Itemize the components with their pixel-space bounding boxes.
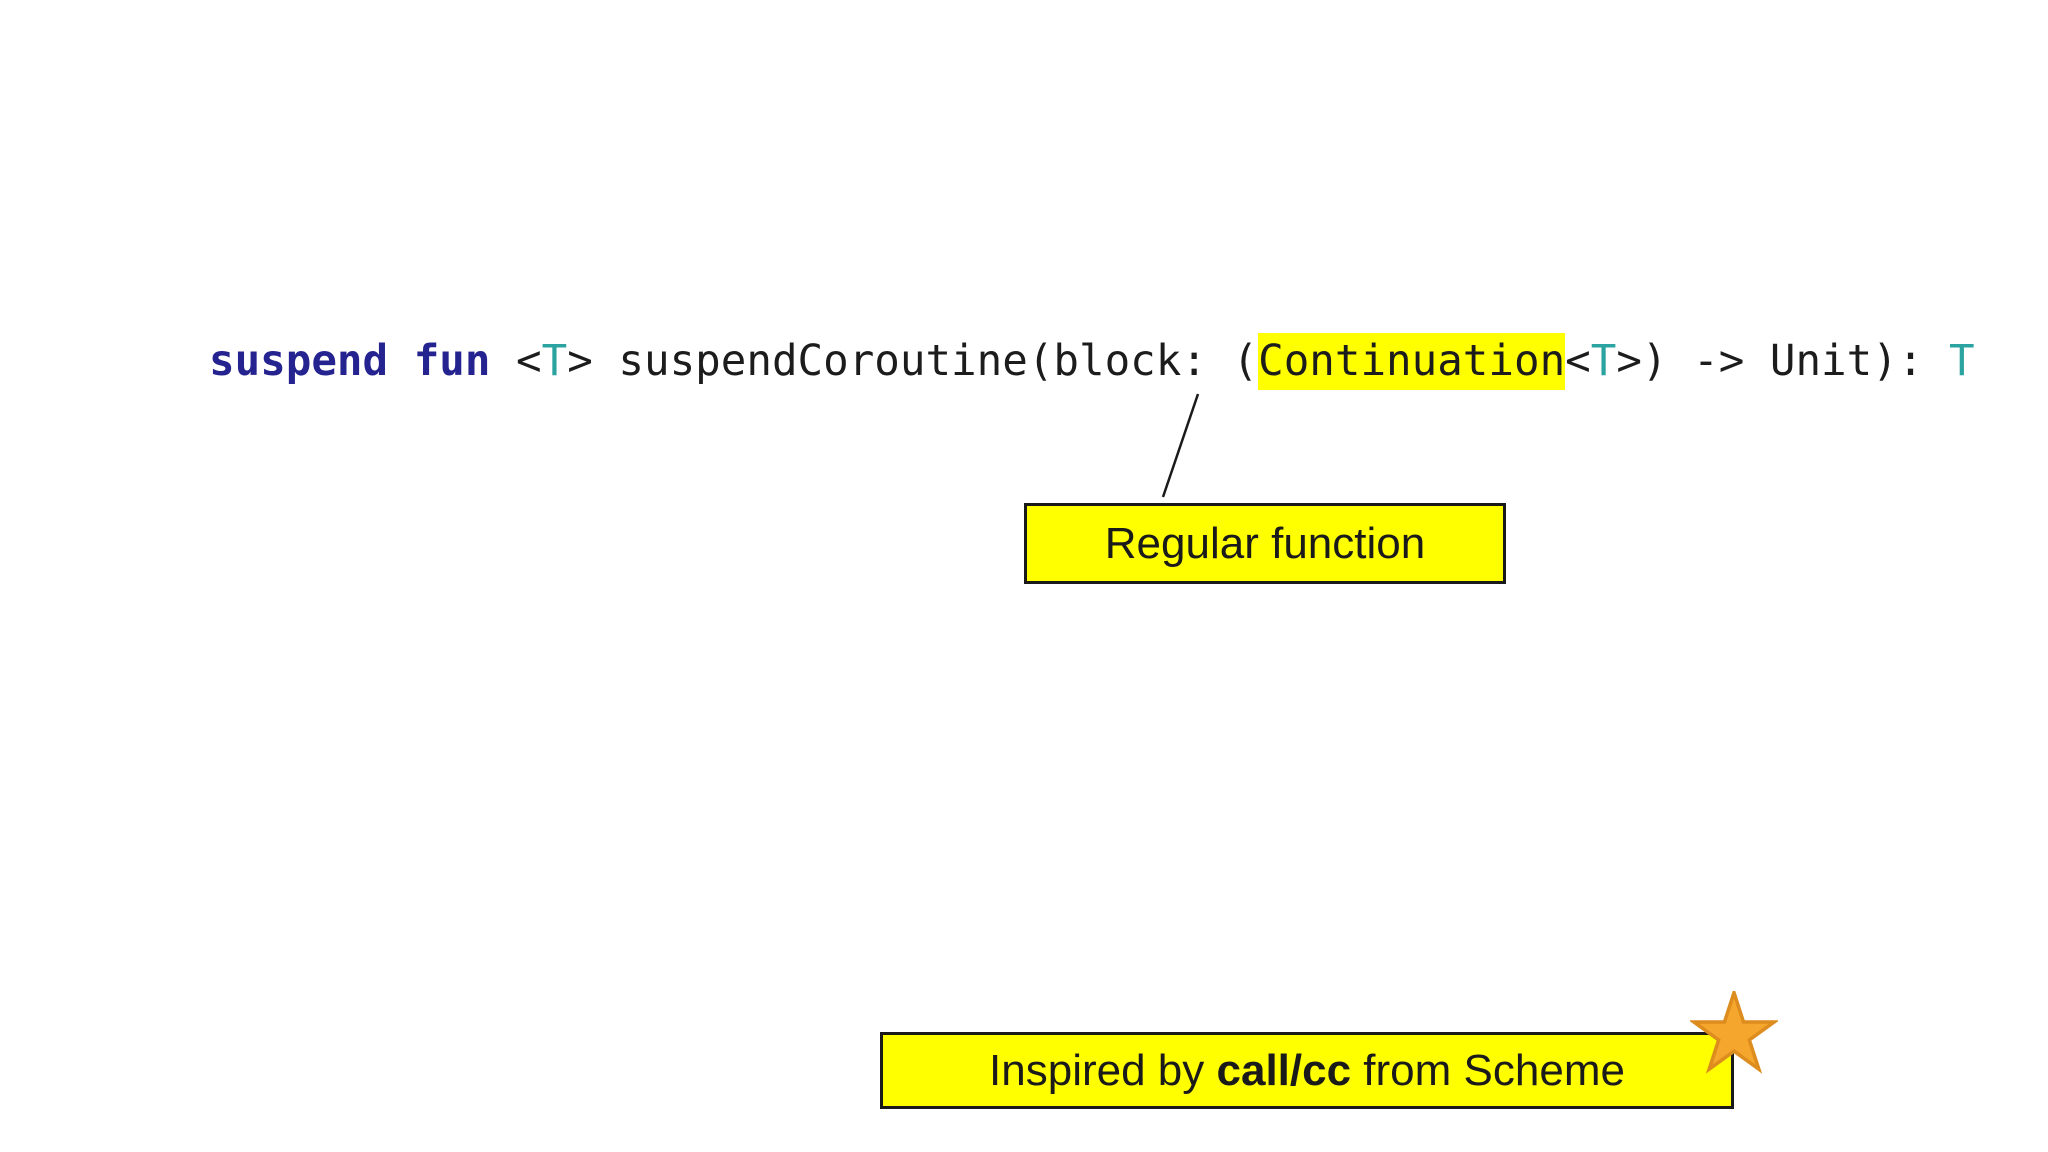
star-icon <box>1690 991 1778 1074</box>
callout-connector-line <box>1161 393 1200 498</box>
code-token: < <box>490 337 542 386</box>
footnote-bold: call/cc <box>1216 1045 1352 1095</box>
code-token: T <box>1590 337 1617 386</box>
code-token: suspend fun <box>209 337 491 386</box>
code-snippet: suspend fun <T> suspendCoroutine(block: … <box>209 331 1975 393</box>
code-token-highlighted: Continuation <box>1258 333 1566 390</box>
footnote-prefix: Inspired by <box>989 1045 1217 1095</box>
code-token: >) -> Unit): <box>1616 337 1949 386</box>
callout-label: Regular function <box>1104 518 1426 568</box>
code-token: T <box>541 337 568 386</box>
regular-function-callout: Regular function <box>1024 503 1506 584</box>
code-token: > suspendCoroutine(block: ( <box>567 337 1259 386</box>
scheme-footnote: Inspired by call/cc from Scheme <box>880 1032 1734 1109</box>
code-token: < <box>1565 337 1591 386</box>
footnote-text: Inspired by call/cc from Scheme <box>989 1046 1625 1096</box>
footnote-suffix: from Scheme <box>1351 1045 1625 1095</box>
code-token: T <box>1948 337 1975 386</box>
